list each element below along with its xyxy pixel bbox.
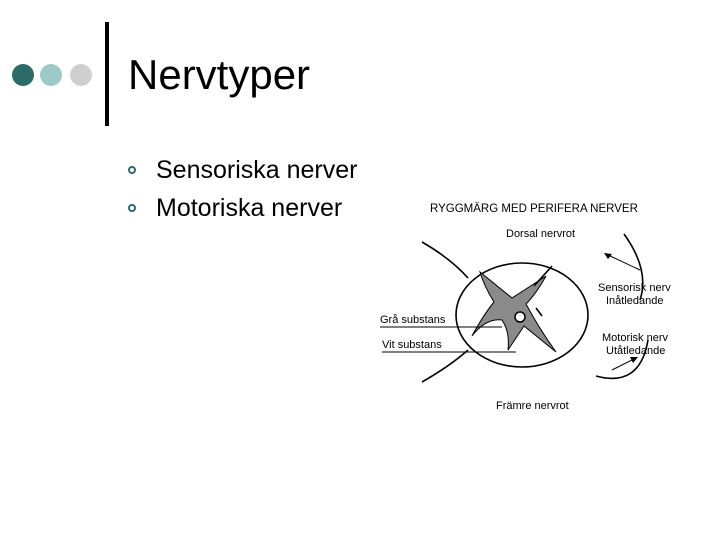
- bullet-text: Sensoriska nerver: [156, 156, 358, 184]
- bullet-circle-icon: [128, 166, 136, 174]
- decor-dot-1: [12, 64, 34, 86]
- root-lines: [533, 265, 553, 317]
- label-dorsal-root: Dorsal nervrot: [506, 228, 575, 240]
- diagram-heading: RYGGMÄRG MED PERIFERA NERVER: [430, 203, 638, 215]
- sensory-arrow: [605, 253, 641, 271]
- spinal-cord-diagram: RYGGMÄRG MED PERIFERA NERVER Dorsal nerv…: [380, 203, 671, 412]
- central-canal: [514, 311, 526, 323]
- bullet-text: Motoriska nerver: [156, 194, 343, 222]
- sensory-arrowhead: [604, 253, 612, 259]
- decor-dot-3: [70, 64, 92, 86]
- bullet-circle-icon: [128, 204, 136, 212]
- label-sensory-nerve: Sensorisk nerv: [598, 282, 671, 294]
- label-motor-direction: Utåtledande: [606, 345, 665, 357]
- slide-title: Nervtyper: [128, 51, 311, 98]
- label-motor-nerve: Motorisk nerv: [602, 332, 669, 344]
- label-gray-matter: Grå substans: [380, 314, 446, 326]
- nerve-right-upper: [623, 233, 644, 301]
- nerve-left-lower: [421, 349, 469, 383]
- nerve-right-lower: [595, 339, 649, 380]
- gray-matter: [471, 270, 557, 353]
- label-ventral-root: Främre nervrot: [496, 400, 569, 412]
- label-sensory-direction: Inåtledande: [606, 295, 664, 307]
- label-white-matter: Vit substans: [382, 339, 442, 351]
- motor-arrowhead: [630, 357, 638, 363]
- nerve-left-upper: [421, 241, 469, 279]
- title-divider: [105, 22, 109, 126]
- decor-dot-2: [40, 64, 62, 86]
